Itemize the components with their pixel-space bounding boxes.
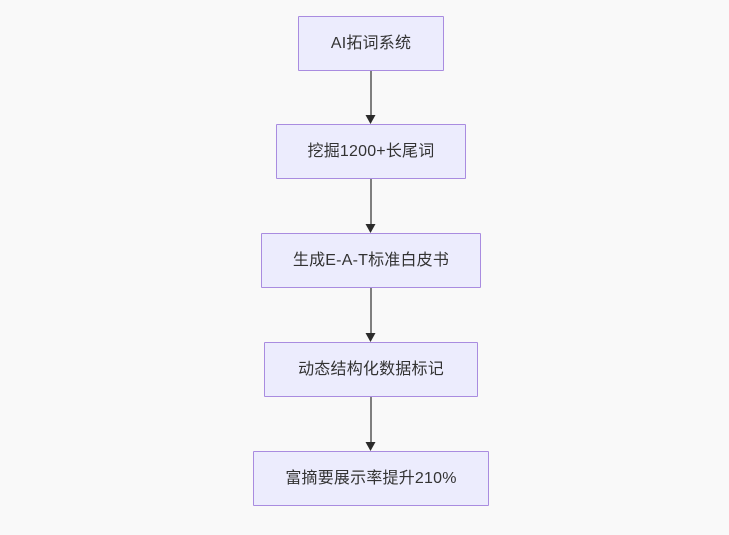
flowchart-node-n5[interactable]: 富摘要展示率提升210% <box>253 451 489 506</box>
edge-arrowhead-icon <box>365 442 376 451</box>
node-label: 动态结构化数据标记 <box>298 360 444 378</box>
edge-line <box>370 71 372 116</box>
flowchart-node-n2[interactable]: 挖掘1200+长尾词 <box>276 124 466 179</box>
edge-line <box>370 179 372 225</box>
flowchart-node-n1[interactable]: AI拓词系统 <box>298 16 444 71</box>
edge-line <box>370 288 372 334</box>
edge-arrowhead-icon <box>365 224 376 233</box>
node-label: 富摘要展示率提升210% <box>285 469 457 487</box>
edge-arrowhead-icon <box>365 333 376 342</box>
edge-line <box>370 397 372 443</box>
flowchart-node-n4[interactable]: 动态结构化数据标记 <box>264 342 478 397</box>
node-label: 生成E-A-T标准白皮书 <box>292 251 450 269</box>
flowchart-node-n3[interactable]: 生成E-A-T标准白皮书 <box>261 233 481 288</box>
node-label: 挖掘1200+长尾词 <box>307 142 435 160</box>
node-label: AI拓词系统 <box>330 34 412 52</box>
edge-arrowhead-icon <box>365 115 376 124</box>
